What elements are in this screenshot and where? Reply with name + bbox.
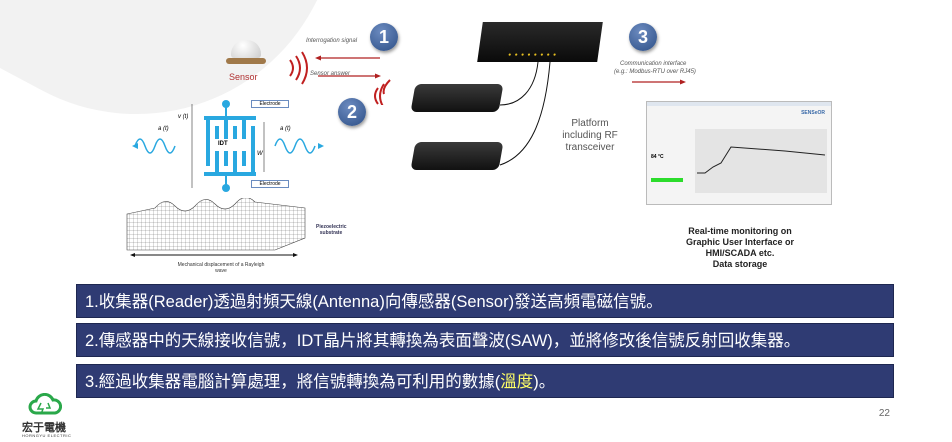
sensor-answer-label: Sensor answer <box>310 71 351 77</box>
signal-arrows <box>289 51 391 105</box>
piezoelectric-label: Piezoelectric substrate <box>316 224 347 236</box>
step-3-text-end: )。 <box>533 373 556 391</box>
v-label: v (t) <box>178 114 189 120</box>
platform-device: ● ● ● ● ● ● ● ● <box>477 22 603 62</box>
a-left-label: a (t) <box>158 126 169 132</box>
gui-temperature: 84 °C <box>651 154 664 160</box>
electrode-top-label: Electrode <box>251 100 289 108</box>
comm-example-label: (e.g.: Modbus-RTU over RJ45) <box>614 69 696 75</box>
piezoelectric-substrate-mesh <box>126 198 306 257</box>
electrode-bottom-label: Electrode <box>251 180 289 188</box>
step-1-text: 1.收集器(Reader)透過射頻天線(Antenna)向傳感器(Sensor)… <box>85 293 663 311</box>
sensor-label: Sensor <box>229 72 258 82</box>
step-1-box: 1.收集器(Reader)透過射頻天線(Antenna)向傳感器(Sensor)… <box>76 284 894 318</box>
logo-cloud-icon <box>28 393 62 415</box>
logo-name: 宏于電機 <box>22 422 66 434</box>
step-badge-1: 1 <box>370 23 398 51</box>
logo-subtitle: HORNGYU ELECTRIC <box>22 433 72 438</box>
page-number: 22 <box>878 408 890 419</box>
step-2-box: 2.傳感器中的天線接收信號，IDT晶片將其轉換為表面聲波(SAW)，並將修改後信… <box>76 323 894 357</box>
radio-waves-icon <box>374 79 391 105</box>
displacement-label: Mechanical displacement of a Rayleigh wa… <box>177 262 265 274</box>
radio-waves-icon <box>289 51 308 85</box>
w-label: W <box>257 151 263 157</box>
step-badge-2: 2 <box>338 98 366 126</box>
cables <box>499 61 551 166</box>
monitor-caption: Real-time monitoring on Graphic User Int… <box>670 226 810 270</box>
comm-arrow <box>632 79 686 85</box>
a-right-label: a (t) <box>280 126 291 132</box>
idt-diagram <box>132 100 324 192</box>
gui-brand: SENSeOR <box>801 110 825 116</box>
step-3-text: 3.經過收集器電腦計算處理，將信號轉換為可利用的數據( <box>85 373 501 391</box>
step-3-box: 3.經過收集器電腦計算處理，將信號轉換為可利用的數據(溫度)。 <box>76 364 894 398</box>
interrogation-signal-label: Interrogation signal <box>306 38 358 44</box>
monitor-caption-line: Graphic User Interface or <box>685 237 795 247</box>
step-badge-3: 3 <box>629 23 657 51</box>
gui-temperature-chart <box>695 129 827 193</box>
step-2-text: 2.傳感器中的天線接收信號，IDT晶片將其轉換為表面聲波(SAW)，並將修改後信… <box>85 332 801 350</box>
monitor-caption-line: Real-time monitoring on <box>688 226 792 236</box>
idt-label: IDT <box>218 141 228 147</box>
step-3-highlight: 溫度 <box>500 373 534 391</box>
platform-label: Platform including RF transceiver <box>562 118 618 153</box>
monitor-caption-line: Data storage <box>712 259 768 269</box>
monitor-caption-line: HMI/SCADA etc. <box>705 248 775 258</box>
comm-interface-label: Communication interface <box>620 61 687 67</box>
sensor-image <box>226 40 266 68</box>
monitoring-gui-screenshot: SENSeOR 84 °C <box>646 101 832 205</box>
